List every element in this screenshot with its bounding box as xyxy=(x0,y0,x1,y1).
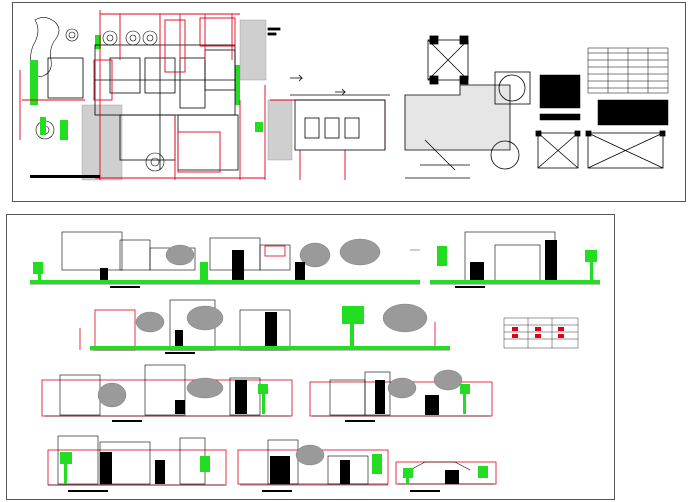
elevation-1-title-bar xyxy=(110,286,140,288)
elevation-5 xyxy=(309,369,493,422)
elevation-3-title-bar xyxy=(165,352,195,354)
elevation-7 xyxy=(237,439,389,492)
gravel-areas xyxy=(81,19,293,181)
elevation-3 xyxy=(79,299,450,354)
elevation-8 xyxy=(395,461,497,492)
elevation-4-title-bar xyxy=(112,420,142,422)
elevation-2-title-bar xyxy=(455,286,485,288)
elevation-6-title-bar xyxy=(68,490,108,492)
elevation-8-title-bar xyxy=(410,490,440,492)
elevation-2 xyxy=(430,231,600,288)
elevation-4 xyxy=(41,364,293,422)
elevation-5-title-bar xyxy=(345,420,375,422)
site-plan-title-bar xyxy=(30,175,100,178)
elevation-1 xyxy=(30,231,420,288)
elevation-legend xyxy=(503,317,579,349)
parking-structure-plan xyxy=(267,27,390,151)
elevation-6 xyxy=(47,435,227,492)
elevation-7-title-bar xyxy=(262,490,292,492)
site-plan xyxy=(19,10,386,181)
house-floor-plan xyxy=(47,44,239,171)
legend-table xyxy=(539,47,669,126)
pavilion-roof-plan xyxy=(404,35,531,179)
section-plans xyxy=(535,130,666,169)
